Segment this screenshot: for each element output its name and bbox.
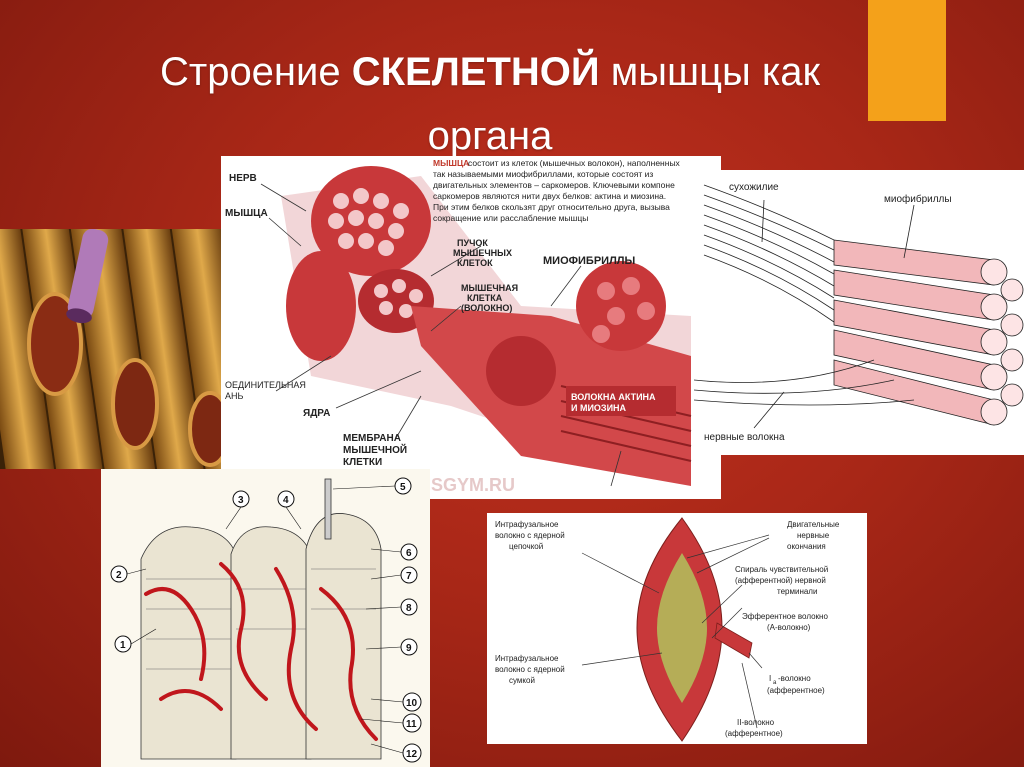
label-intrafusal-chain-2: волокно с ядерной — [495, 531, 565, 540]
accent-bar — [868, 0, 946, 121]
label-bundle-1: ПУЧОК — [457, 238, 488, 248]
label-muscle: МЫШЦА — [225, 208, 268, 219]
num-2: 2 — [116, 570, 122, 581]
label-cell-2: КЛЕТКА — [467, 293, 503, 303]
label-intrafusal-bag-3: сумкой — [509, 676, 535, 685]
muscle-structure-diagram: МЫШЦА состоит из клеток (мышечных волоко… — [221, 156, 721, 499]
label-motor-1: Двигательные — [787, 520, 840, 529]
micrograph-image — [0, 229, 241, 469]
title-line2: органа — [427, 114, 553, 158]
label-ia-1: I — [769, 674, 771, 683]
desc-line-5: При этим белков скользят друг относитель… — [433, 202, 670, 212]
label-spiral-2: (афферентной) нервной — [735, 576, 826, 585]
label-myofibrils-right: миофибриллы — [884, 193, 952, 205]
label-membrane-2: МЫШЕЧНОЙ — [343, 443, 407, 456]
label-myofibrils: МИОФИБРИЛЛЫ — [543, 255, 636, 267]
label-connective-2: АНЬ — [225, 391, 244, 401]
label-nerve-fibers: нервные волокна — [704, 432, 785, 443]
muscle-spindle-diagram: Интрафузальное волокно с ядерной цепочко… — [487, 513, 867, 744]
title-part2: мышцы как — [599, 50, 821, 94]
label-ia-2: -волокно — [778, 674, 811, 683]
label-intrafusal-chain-3: цепочкой — [509, 542, 543, 551]
num-5: 5 — [400, 482, 406, 493]
label-intrafusal-bag-1: Интрафузальное — [495, 654, 559, 663]
label-membrane-3: КЛЕТКИ — [343, 457, 382, 468]
num-3: 3 — [238, 495, 244, 506]
desc-line-1: состоит из клеток (мышечных волокон), на… — [468, 158, 681, 168]
label-cell-1: МЫШЕЧНАЯ — [461, 283, 518, 293]
label-actin-2: И МИОЗИНА — [571, 403, 627, 413]
label-efferent-1: Эфферентное волокно — [742, 612, 828, 621]
num-9: 9 — [406, 643, 412, 654]
num-12: 12 — [406, 749, 418, 760]
slide-title: Строение СКЕЛЕТНОЙ мышцы как органа — [0, 40, 980, 168]
label-cell-3: (ВОЛОКНО) — [461, 303, 512, 313]
num-8: 8 — [406, 603, 412, 614]
label-intrafusal-chain-1: Интрафузальное — [495, 520, 559, 529]
label-membrane-1: МЕМБРАНА — [343, 433, 401, 444]
label-efferent-2: (А-волокно) — [767, 623, 811, 632]
num-11: 11 — [406, 719, 417, 730]
desc-line-3: двигательных элементов – саркомеров. Клю… — [433, 180, 675, 190]
label-spiral-3: терминали — [777, 587, 817, 596]
label-intrafusal-bag-2: волокно с ядерной — [495, 665, 565, 674]
desc-line-2: так называемыми миофибриллами, которые с… — [433, 169, 653, 179]
label-ii-2: (афферентное) — [725, 729, 783, 738]
desc-line-4: саркомеров являются нити двух белков: ак… — [433, 191, 666, 201]
label-actin-1: ВОЛОКНА АКТИНА — [571, 392, 656, 402]
watermark: SGYM.RU — [431, 475, 515, 495]
description-red: МЫШЦА — [433, 158, 469, 168]
label-motor-2: нервные — [797, 531, 830, 540]
num-10: 10 — [406, 698, 418, 709]
title-part1: Строение — [159, 50, 352, 94]
num-1: 1 — [120, 640, 126, 651]
label-ia-sub: a — [773, 680, 777, 686]
label-bundle-2: МЫШЕЧНЫХ — [453, 248, 512, 258]
label-motor-3: окончания — [787, 542, 826, 551]
num-7: 7 — [406, 571, 412, 582]
fiber-bundle-diagram: сухожилие миофибриллы нервные волокна — [694, 170, 1024, 455]
label-bundle-3: КЛЕТОК — [457, 258, 493, 268]
desc-line-6: сокращение или расслабление мышцы — [433, 213, 588, 223]
title-bold: СКЕЛЕТНОЙ — [351, 50, 600, 94]
label-ia-3: (афферентное) — [767, 686, 825, 695]
num-4: 4 — [283, 495, 289, 506]
label-nuclei: ЯДРА — [303, 408, 330, 419]
label-spiral-1: Спираль чувствительной — [735, 565, 828, 574]
label-sarcomere: САРКОМЕР — [591, 488, 642, 498]
numbered-muscle-diagram: 1 2 3 4 5 6 7 8 9 10 11 12 — [101, 469, 430, 767]
label-tendon: сухожилие — [729, 182, 779, 193]
label-ii-1: II-волокно — [737, 718, 775, 727]
label-nerve: НЕРВ — [229, 173, 257, 184]
num-6: 6 — [406, 548, 412, 559]
label-connective-1: ОЕДИНИТЕЛЬНАЯ — [225, 380, 306, 390]
